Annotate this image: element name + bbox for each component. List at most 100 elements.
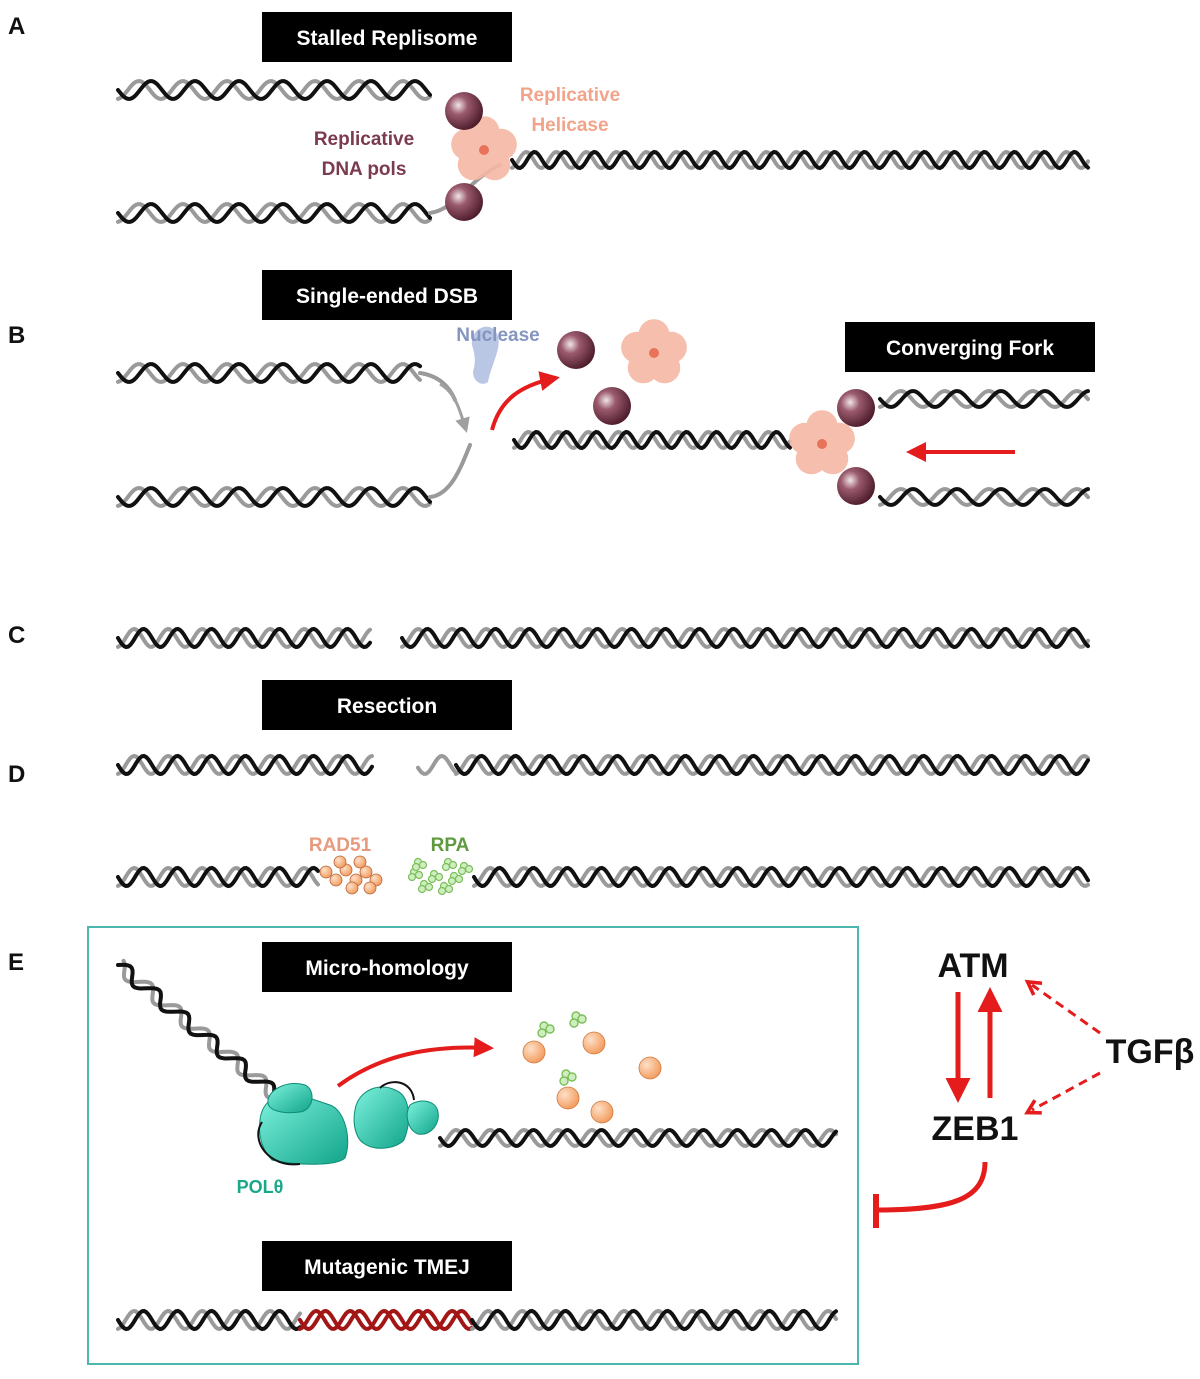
tmej-box [87,926,859,1365]
dna-overhang [416,753,458,776]
dna-strand-dark [116,865,320,889]
rpa-label: RPA [431,835,470,856]
dna-strand-light [878,487,1090,507]
dna-strand-light [116,486,432,508]
rpa-monomer [411,857,428,872]
dna-strand-dark [470,1308,838,1332]
polq-complex [257,1081,439,1166]
panel-c-letter: C [8,622,25,649]
dna-strand-light [298,1308,474,1331]
rad51-monomer [363,881,377,895]
converging-polymerase-top [837,389,875,427]
pols-label-1: Replicative [314,129,414,150]
released-rpa [537,1021,555,1038]
dna-strand-dark [116,753,374,777]
gray-arrow [439,382,470,433]
panel-a-letter: A [8,13,25,40]
dna-strand-dark [438,1127,838,1149]
svg-text:Mutagenic TMEJ: Mutagenic TMEJ [304,1256,470,1279]
title-mutagenic-tmej: Mutagenic TMEJ [262,1241,512,1291]
title-resection: Resection [262,680,512,730]
dna-strand-light [116,865,320,888]
rpa-monomer [437,881,454,896]
panel-e-letter: E [8,949,24,976]
dna-strand-dark [400,626,1090,650]
rpa-monomer [441,857,458,872]
dna-panel-d-coated [116,865,1090,889]
dna-strand-dark [116,1308,302,1332]
title-micro-homology: Micro-homology [262,942,512,992]
rad51-monomer [345,881,359,895]
dna-strand-dark [510,149,1090,171]
svg-text:Single-ended DSB: Single-ended DSB [296,285,478,308]
dna-strand-light [116,1308,302,1331]
released-rad51 [582,1031,606,1055]
pols-label-2: DNA pols [322,159,407,180]
title-single-ended-dsb: Single-ended DSB [262,270,512,320]
rpa-monomer [427,869,444,884]
rpa-cluster [407,857,474,896]
dna-strand-light [428,443,472,499]
atm-node: ATM [937,947,1008,985]
red-arrow-release [490,371,560,431]
dna-strand-dark [116,486,432,508]
dna-panel-e [116,958,838,1149]
dna-strand-dark [298,1308,474,1332]
dna-strand [440,440,514,497]
dna-panel-b [116,362,1090,508]
dna-strand-dark [512,429,792,451]
svg-text:Stalled Replisome: Stalled Replisome [297,27,478,50]
dna-strand-light [438,1127,838,1148]
rad51-monomer [329,873,343,887]
rpa-monomer [417,879,434,894]
dna-strand-light [116,202,432,224]
title-converging-fork: Converging Fork [845,322,1095,372]
dna-panel-a [116,79,1090,224]
released-rpa [559,1069,577,1086]
rad51-monomer [359,865,373,879]
rad51-cluster [319,855,383,895]
dna-strand-light [116,626,372,649]
nuclease-label: Nuclease [456,325,539,346]
dna-strand-light [121,958,296,1103]
panel-d-letter: D [8,761,25,788]
dna-strand-light [418,371,457,402]
released-polymerase-2 [593,387,631,425]
released-rad51 [590,1100,614,1124]
released-rad51 [556,1086,580,1110]
dna-strand-light [878,389,1090,409]
panel-a-proteins [445,92,517,221]
polq-label: POLθ [237,1177,284,1197]
polymerase-a-bottom [445,183,483,221]
title-stalled-replisome: Stalled Replisome [262,12,512,62]
rad51-monomer [333,855,347,869]
dna-strand-dark [116,962,290,1108]
dna-panel-e-repaired [116,1308,838,1332]
polymerase-a-top [445,92,483,130]
svg-text:Micro-homology: Micro-homology [305,957,469,980]
dna-strand-light [116,753,374,776]
released-proteins [522,1011,662,1124]
released-rpa [569,1011,587,1028]
helicase-label-1: Replicative [520,85,620,106]
dna-strand-dark [454,753,1090,777]
rpa-monomer [457,861,474,876]
dna-strand-dark [116,202,432,224]
svg-text:Converging Fork: Converging Fork [886,337,1054,360]
dna-strand-dark [472,865,1090,889]
dna-panel-c [116,626,1090,650]
rad51-monomer [353,855,367,869]
zeb1-node: ZEB1 [932,1110,1019,1148]
dna-strand-dark [116,79,432,101]
dna-strand-light [470,1308,838,1331]
dna-strand-dark [878,487,1090,507]
dna-panel-d [116,753,1090,777]
helicase-label-2: Helicase [531,115,608,136]
polq-release-arrow [336,1037,494,1088]
panel-b-proteins [439,319,1015,505]
dna-strand-dark [116,626,372,650]
tgfb-to-zeb1-arrow [1024,1071,1101,1115]
converging-polymerase-bottom [837,467,875,505]
dna-strand-dark [878,389,1090,409]
